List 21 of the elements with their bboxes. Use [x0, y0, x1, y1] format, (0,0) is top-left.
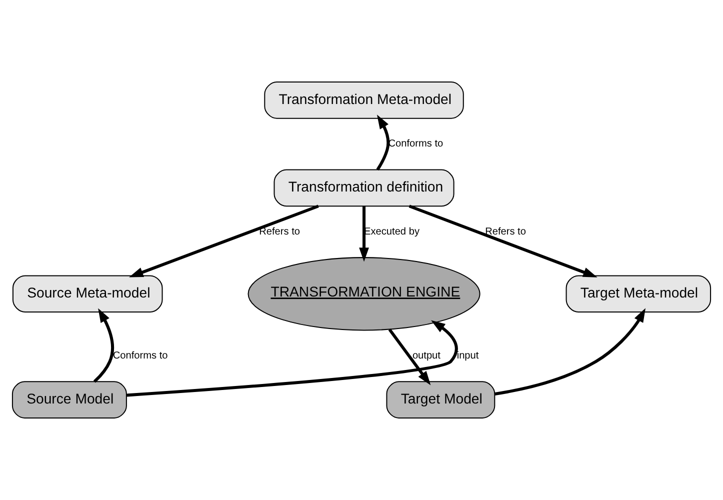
node-ellipse: TRANSFORMATION ENGINE	[248, 257, 480, 331]
edge-label: Refers to	[485, 226, 526, 238]
arrow	[126, 320, 458, 397]
edge-label: Conforms to	[112, 350, 168, 362]
edge-label: Conforms to	[388, 138, 444, 150]
arrow	[388, 328, 431, 386]
edge-label: input	[456, 350, 479, 362]
node-box: Transformation definition	[274, 169, 454, 207]
node-box: Target Meta-model	[566, 275, 712, 313]
arrow	[408, 204, 598, 278]
arrow	[359, 206, 369, 262]
edge-label: output	[412, 350, 440, 362]
arrow	[129, 204, 319, 278]
arrow	[93, 308, 114, 383]
arrow	[376, 114, 390, 170]
arrow	[494, 308, 646, 396]
node-box: Transformation Meta-model	[264, 82, 464, 119]
node-box: Target Model	[386, 381, 496, 418]
node-box: Source Meta-model	[12, 275, 163, 313]
node-box: Source Model	[12, 381, 127, 418]
edge-label: Executed by	[364, 226, 420, 238]
